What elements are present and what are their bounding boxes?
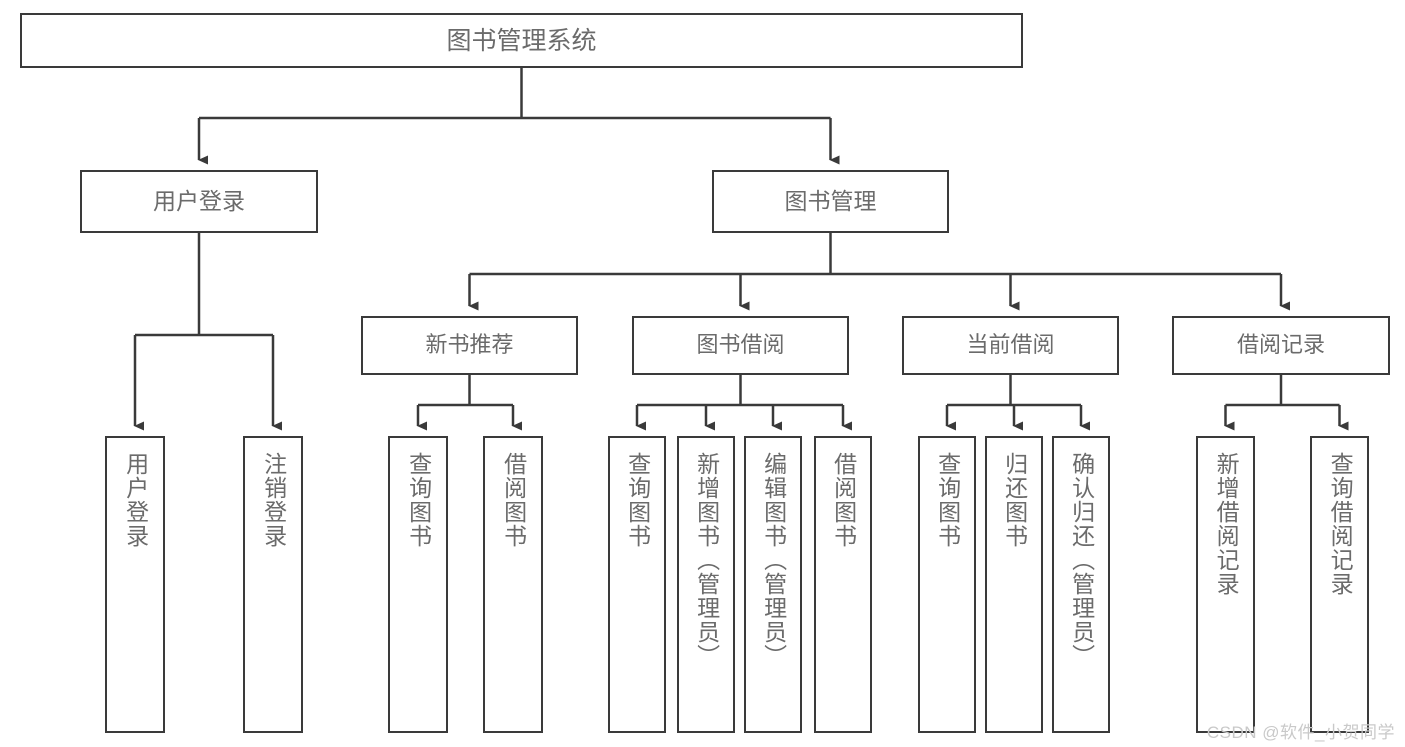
node-label: 确认归还（管理员） — [1068, 452, 1095, 668]
node-label: 图书借阅 — [696, 332, 785, 358]
node-label: 用户登录 — [122, 452, 149, 548]
node-label: 新增图书（管理员） — [693, 452, 720, 668]
node-label: 查询借阅记录 — [1327, 452, 1354, 596]
node-label: 图书管理 — [784, 187, 877, 214]
node-label: 查询图书 — [934, 452, 961, 548]
node-leaf-query-3[interactable]: 查询图书 — [918, 436, 976, 733]
node-leaf-query-1[interactable]: 查询图书 — [388, 436, 448, 733]
node-user-login[interactable]: 用户登录 — [80, 170, 318, 233]
node-current-borrow[interactable]: 当前借阅 — [902, 316, 1119, 375]
node-leaf-user-login[interactable]: 用户登录 — [105, 436, 165, 733]
node-root[interactable]: 图书管理系统 — [20, 13, 1023, 68]
node-new-book-rec[interactable]: 新书推荐 — [361, 316, 578, 375]
node-label: 借阅记录 — [1236, 332, 1325, 358]
node-leaf-borrow-1[interactable]: 借阅图书 — [483, 436, 543, 733]
node-leaf-qry-record[interactable]: 查询借阅记录 — [1310, 436, 1369, 733]
node-borrow-record[interactable]: 借阅记录 — [1172, 316, 1390, 375]
node-leaf-logout[interactable]: 注销登录 — [243, 436, 303, 733]
node-label: 编辑图书（管理员） — [760, 452, 787, 668]
node-leaf-confirm[interactable]: 确认归还（管理员） — [1052, 436, 1110, 733]
node-label: 新书推荐 — [425, 332, 514, 358]
node-label: 当前借阅 — [966, 332, 1055, 358]
node-book-mgmt[interactable]: 图书管理 — [712, 170, 949, 233]
csdn-watermark: CSDN @软件_小贺同学 — [1206, 723, 1395, 742]
node-label: 用户登录 — [153, 187, 245, 214]
node-label: 新增借阅记录 — [1213, 452, 1240, 596]
node-label: 归还图书 — [1001, 452, 1028, 548]
node-label: 注销登录 — [260, 452, 287, 548]
node-label: 借阅图书 — [500, 452, 527, 548]
node-leaf-query-2[interactable]: 查询图书 — [608, 436, 666, 733]
node-label: 查询图书 — [624, 452, 651, 548]
node-label: 查询图书 — [405, 452, 432, 548]
node-label: 图书管理系统 — [446, 26, 597, 55]
node-book-borrow[interactable]: 图书借阅 — [632, 316, 849, 375]
node-leaf-add-record[interactable]: 新增借阅记录 — [1196, 436, 1255, 733]
node-leaf-edit-book[interactable]: 编辑图书（管理员） — [744, 436, 802, 733]
node-leaf-return[interactable]: 归还图书 — [985, 436, 1043, 733]
node-leaf-add-book[interactable]: 新增图书（管理员） — [677, 436, 735, 733]
node-label: 借阅图书 — [830, 452, 857, 548]
node-leaf-borrow-2[interactable]: 借阅图书 — [814, 436, 872, 733]
